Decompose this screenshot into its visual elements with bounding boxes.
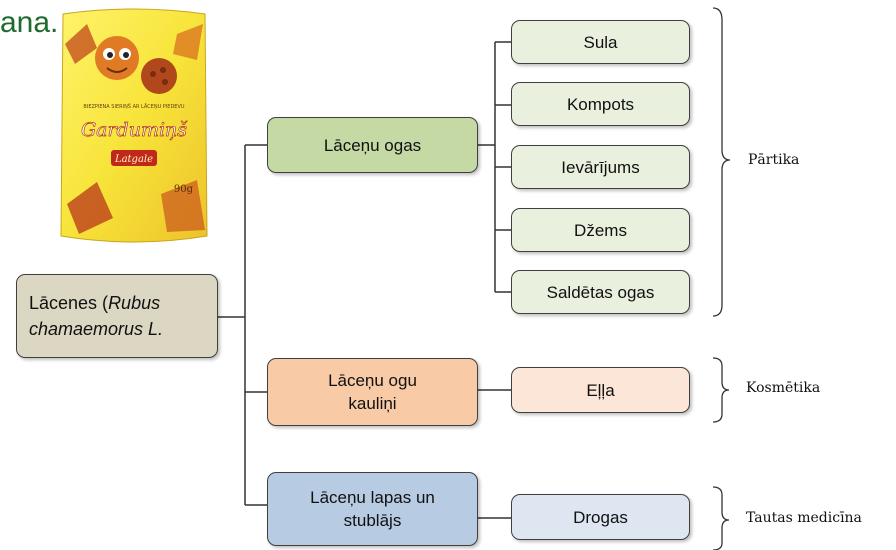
root-label-1-italic: Rubus xyxy=(108,293,161,313)
branch-label-line2: stublājs xyxy=(343,511,402,530)
root-label-1: Lācenes ( xyxy=(29,293,109,313)
branch-label-line1: Lāceņu ogu xyxy=(328,371,417,390)
product-node: Ievārījums xyxy=(511,145,690,189)
product-package-image: BIEZPIENA SIERIŅŠ AR LĀCEŅU PIEDEVU Gard… xyxy=(60,8,208,243)
product-label: Eļļa xyxy=(586,380,615,400)
product-node: Eļļa xyxy=(511,367,690,413)
category-braces xyxy=(712,7,731,550)
product-node: Saldētas ogas xyxy=(511,270,690,314)
root-node: Lācenes (Rubus chamaemorus L. xyxy=(16,274,218,358)
product-label: Kompots xyxy=(566,94,635,114)
product-label: Drogas xyxy=(573,507,628,527)
category-label-food: Pārtika xyxy=(748,152,800,168)
branch-node-leaves: Lāceņu lapas un stublājs xyxy=(267,472,478,546)
product-label: Ievārījums xyxy=(561,157,640,177)
branch-label: Lāceņu ogas xyxy=(323,135,422,155)
product-label: Džems xyxy=(574,220,627,240)
product-node: Kompots xyxy=(511,82,690,126)
branch-node-berries: Lāceņu ogas xyxy=(267,117,478,173)
branch-node-seeds: Lāceņu ogu kauliņi xyxy=(267,358,478,426)
package-weight: 90g xyxy=(174,184,194,195)
branch-label-line1: Lāceņu lapas un xyxy=(310,488,435,507)
product-node: Sula xyxy=(511,20,690,64)
package-brand: Gardumiņš xyxy=(81,119,187,141)
package-maker: Latgale xyxy=(114,154,153,165)
root-label-2-italic: chamaemorus L. xyxy=(29,319,164,339)
product-label: Sula xyxy=(583,32,618,52)
product-label: Saldētas ogas xyxy=(546,282,655,302)
product-node: Džems xyxy=(511,208,690,252)
category-label-folk-medicine: Tautas medicīna xyxy=(746,510,862,526)
category-label-cosmetics: Kosmētika xyxy=(746,380,821,396)
branch-label-line2: kauliņi xyxy=(348,394,397,413)
package-top-text: BIEZPIENA SIERIŅŠ AR LĀCEŅU PIEDEVU xyxy=(83,103,184,110)
product-node: Drogas xyxy=(511,494,690,540)
title-fragment: ana. xyxy=(0,6,59,39)
